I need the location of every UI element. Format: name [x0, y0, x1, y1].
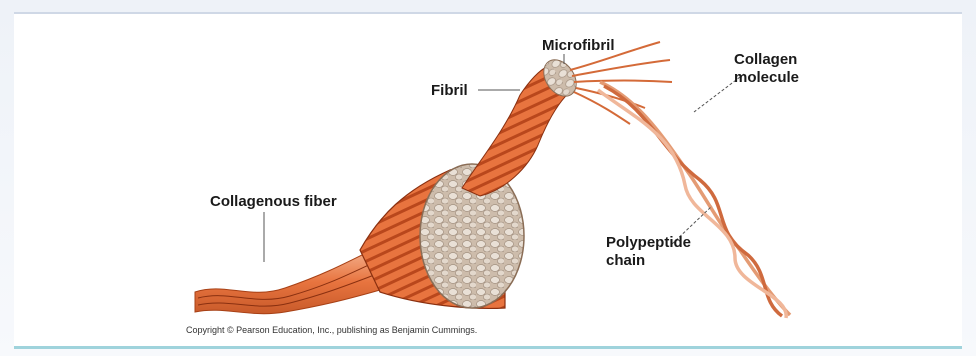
collagen-molecule-helix [598, 82, 790, 318]
microfibrils [570, 42, 672, 124]
collagen-molecule-label-line1: Collagen [734, 51, 797, 68]
collagen-molecule-label-line2: molecule [734, 69, 799, 86]
fibril [462, 54, 583, 196]
copyright-credit: Copyright © Pearson Education, Inc., pub… [186, 325, 477, 335]
collagenous-fiber-label: Collagenous fiber [210, 193, 337, 210]
microfibril-label: Microfibril [542, 37, 615, 54]
polypeptide-chain-label-line1: Polypeptide [606, 234, 691, 251]
polypeptide-chain-label-line2: chain [606, 252, 645, 269]
collagenous-fiber-tail [195, 250, 380, 314]
fibril-label: Fibril [431, 82, 468, 99]
